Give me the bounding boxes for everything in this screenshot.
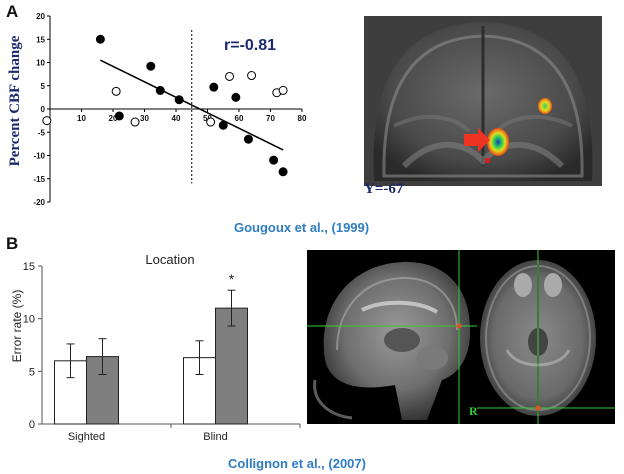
open-point <box>225 71 235 81</box>
filled-point <box>155 85 165 95</box>
bar-y-tick-label: 0 <box>29 419 35 431</box>
coronal-slice-label: Y=-67 <box>364 181 404 197</box>
filled-point <box>218 120 228 130</box>
scatter-y-tick-label: 5 <box>41 82 46 91</box>
scatter-x-tick-label: 40 <box>172 114 181 123</box>
scatter-chart: -20 -15 -10 -5 0 5 10 15 20 10 20 30 40 50 60 70 80 r=-0… <box>33 12 307 207</box>
correlation-annotation: r=-0.81 <box>224 37 276 54</box>
scatter-x-tick-label: 10 <box>77 114 86 123</box>
scatter-y-tick-label: 0 <box>41 105 46 114</box>
open-point <box>278 85 288 95</box>
filled-point <box>146 61 156 71</box>
filled-point <box>174 95 184 105</box>
open-point <box>111 86 121 96</box>
scatter-x-tick-label: 20 <box>109 114 118 123</box>
scatter-x-tick-label: 50 <box>203 114 212 123</box>
bar-y-tick-label: 15 <box>23 261 35 273</box>
scatter-y-tick-label: 20 <box>36 12 45 21</box>
filled-point <box>231 92 241 102</box>
filled-point <box>278 167 288 177</box>
brain-coronal-image <box>364 16 602 208</box>
filled-point <box>95 34 105 44</box>
scatter-y-tick-label: -15 <box>33 175 45 184</box>
scatter-x-tick-label: 30 <box>140 114 149 123</box>
filled-point <box>209 82 219 92</box>
filled-point <box>243 134 253 144</box>
bar-category-label: Blind <box>203 431 227 443</box>
activation-blob-secondary <box>538 98 552 114</box>
activation-blob-primary <box>487 128 509 156</box>
filled-point <box>269 155 279 165</box>
red-arrow-icon <box>464 128 490 152</box>
panel-a-label: A <box>6 2 19 21</box>
scatter-y-tick-label: -10 <box>33 152 45 161</box>
open-point <box>42 116 52 126</box>
panel-b-label: B <box>6 234 19 253</box>
bar-filled <box>215 307 248 425</box>
significance-marker: * <box>229 271 235 287</box>
brain-mri-images: R <box>307 250 615 424</box>
open-point <box>130 117 140 127</box>
scatter-x-tick-label: 80 <box>298 114 307 123</box>
open-point <box>247 71 257 81</box>
bar-y-tick-label: 10 <box>23 314 35 326</box>
scatter-y-tick-label: -20 <box>33 198 45 207</box>
citation-b: Collignon et al., (2007) <box>228 456 366 471</box>
scatter-x-tick-label: 70 <box>266 114 275 123</box>
axial-side-label: R <box>469 404 478 418</box>
scatter-y-tick-label: 15 <box>36 35 45 44</box>
trend-line <box>100 59 284 151</box>
filled-point <box>114 111 124 121</box>
scatter-y-tick-label: -5 <box>38 128 46 137</box>
scatter-y-tick-label: 10 <box>36 59 45 68</box>
citation-a: Gougoux et al., (1999) <box>234 220 370 235</box>
bar-y-tick-label: 5 <box>29 366 35 378</box>
sagittal-slice <box>313 261 471 420</box>
bar-category-label: Sighted <box>68 431 105 443</box>
scatter-x-tick-label: 60 <box>235 114 244 123</box>
open-point <box>206 117 216 127</box>
bar-chart-title: Location <box>145 252 194 267</box>
